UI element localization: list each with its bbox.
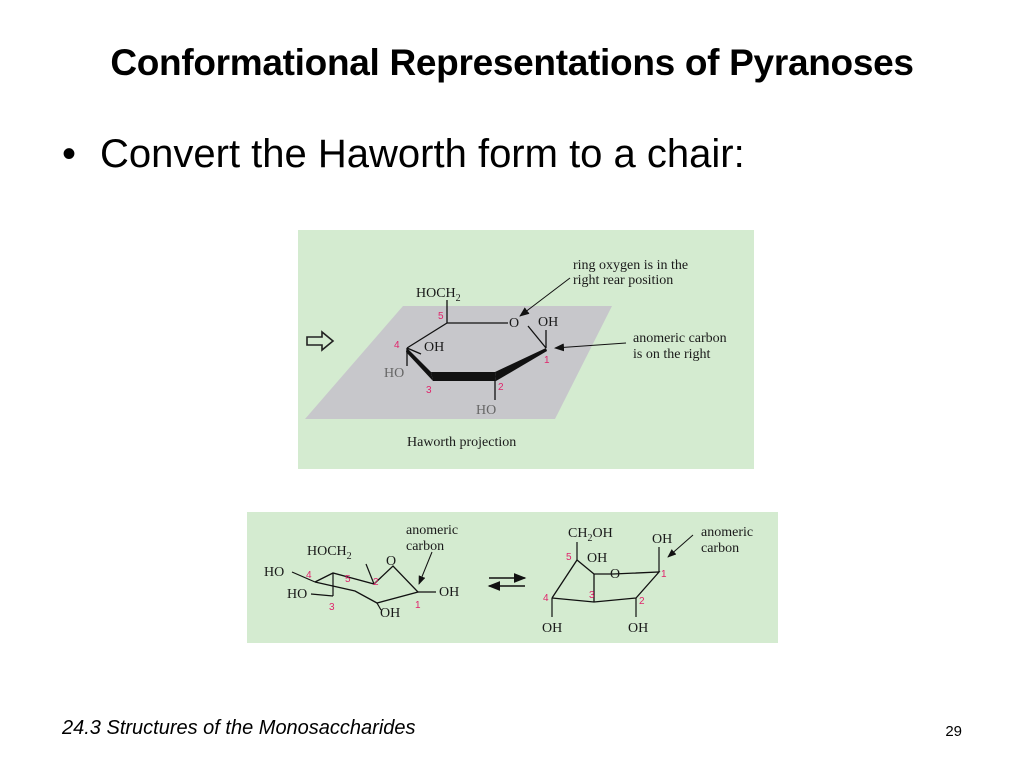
right-annotation-line2: carbon: [701, 541, 739, 556]
haworth-oh-c1: OH: [538, 315, 558, 330]
right-oh-c2: OH: [628, 621, 648, 636]
left-ring-oxygen: O: [386, 554, 396, 569]
right-annotation-line1: anomeric: [701, 525, 753, 540]
haworth-ho-c2: HO: [476, 403, 496, 418]
right-carbon-1: 1: [661, 569, 667, 580]
right-oh-c4: OH: [542, 621, 562, 636]
left-annotation-line1: anomeric: [406, 523, 458, 538]
left-carbon-2: 2: [373, 577, 379, 588]
haworth-hoch2-label: HOCH2: [416, 286, 461, 304]
ring-front-wedge-c4c3: [406, 348, 433, 381]
left-annotation-line2: carbon: [406, 539, 444, 554]
slide-footer: 24.3 Structures of the Monosaccharides: [62, 717, 416, 739]
equilibrium-arrows-icon: [487, 573, 527, 591]
haworth-oh-c4: OH: [424, 340, 444, 355]
carbon-number-2: 2: [498, 382, 504, 393]
bullet-point: • Convert the Haworth form to a chair:: [62, 132, 745, 177]
ring-front-bold-c3c2: [431, 372, 496, 381]
page-number: 29: [945, 723, 962, 740]
ring-front-wedge-c2c1: [495, 348, 547, 381]
left-carbon-4: 4: [306, 570, 312, 581]
carbon-number-1: 1: [544, 355, 550, 366]
left-carbon-1: 1: [415, 600, 421, 611]
chair-diagram: HOCH2 O HO HO OH OH anomeric carbon 1 2 …: [264, 523, 753, 636]
haworth-diagram: HOCH2 O OH OH HO HO 1 2 3 4 5 ring oxyge…: [305, 258, 727, 450]
left-hoch2-label: HOCH2: [307, 544, 352, 562]
haworth-caption: Haworth projection: [407, 435, 516, 450]
left-oh-c2: OH: [380, 606, 400, 621]
annotation-anomeric-line1: anomeric carbon: [633, 331, 727, 346]
annotation-oxygen-line1: ring oxygen is in the: [573, 258, 688, 273]
right-ring-oxygen: O: [610, 567, 620, 582]
left-ho-c4: HO: [264, 565, 284, 580]
chair-figure: HOCH2 O HO HO OH OH anomeric carbon 1 2 …: [247, 512, 778, 643]
bullet-dot-icon: •: [62, 132, 77, 176]
right-carbon-4: 4: [543, 593, 549, 604]
annotation-anomeric-line2: is on the right: [633, 347, 710, 362]
right-carbon-5: 5: [566, 552, 572, 563]
haworth-ho-c4: HO: [384, 366, 404, 381]
carbon-number-3: 3: [426, 385, 432, 396]
right-oh-c3: OH: [587, 551, 607, 566]
carbon-number-5: 5: [438, 311, 444, 322]
haworth-ring-oxygen: O: [509, 316, 519, 331]
right-carbon-2: 2: [639, 596, 645, 607]
slide-title: Conformational Representations of Pyrano…: [110, 42, 914, 83]
right-ch2oh-label: CH2OH: [568, 526, 613, 544]
hollow-right-arrow-icon: [306, 330, 335, 352]
left-carbon-5: 5: [345, 574, 351, 585]
left-ho-c3: HO: [287, 587, 307, 602]
left-oh-c1: OH: [439, 585, 459, 600]
left-carbon-3: 3: [329, 602, 335, 613]
annotation-oxygen-line2: right rear position: [573, 273, 673, 288]
bullet-text: Convert the Haworth form to a chair:: [100, 132, 745, 176]
right-chair: CH2OH OH O OH OH OH anomeric carbon 1 2 …: [542, 525, 753, 636]
carbon-number-4: 4: [394, 340, 400, 351]
haworth-figure: HOCH2 O OH OH HO HO 1 2 3 4 5 ring oxyge…: [298, 230, 754, 469]
left-chair: HOCH2 O HO HO OH OH anomeric carbon 1 2 …: [264, 523, 459, 621]
right-carbon-3: 3: [589, 590, 595, 601]
right-oh-c1: OH: [652, 532, 672, 547]
